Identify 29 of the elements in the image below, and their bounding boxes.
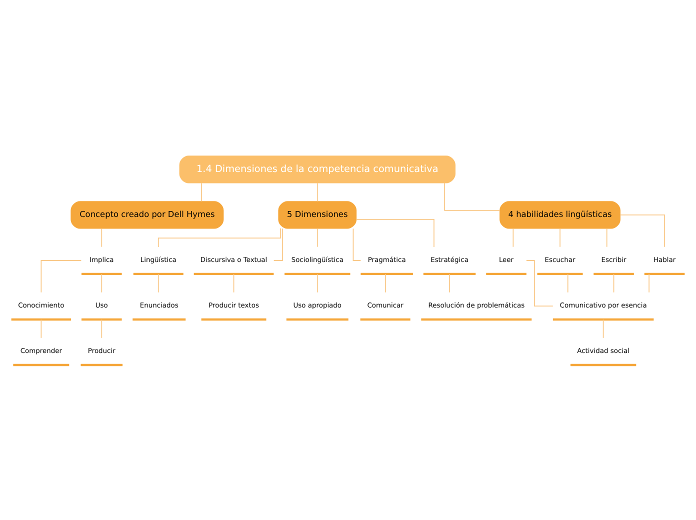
connector — [606, 228, 608, 247]
connector — [273, 228, 283, 260]
connector — [233, 273, 234, 292]
connector — [40, 318, 42, 338]
connector — [316, 273, 318, 292]
connector — [444, 182, 500, 210]
connector — [620, 214, 665, 247]
node-box: Concepto creado por Dell Hymes — [70, 200, 224, 228]
node-box: 4 habilidades lingüísticas — [500, 200, 620, 228]
connector — [316, 228, 318, 247]
connector — [449, 273, 450, 292]
connector — [201, 182, 202, 202]
connector — [385, 273, 386, 292]
connector — [648, 273, 650, 292]
connector — [613, 273, 614, 292]
connector — [356, 218, 434, 247]
connector — [101, 228, 102, 247]
node-box: 5 Dimensiones — [278, 200, 357, 228]
connector — [158, 273, 159, 292]
connector — [101, 318, 102, 338]
node-box: 1.4 Dimensiones de la competencia comunicativa — [179, 155, 456, 183]
connector — [40, 260, 82, 292]
connector — [567, 273, 568, 292]
connector — [602, 318, 604, 338]
connector — [512, 228, 514, 247]
connector — [101, 273, 102, 292]
connector — [352, 228, 362, 260]
connector — [316, 182, 318, 202]
connector — [526, 260, 554, 306]
